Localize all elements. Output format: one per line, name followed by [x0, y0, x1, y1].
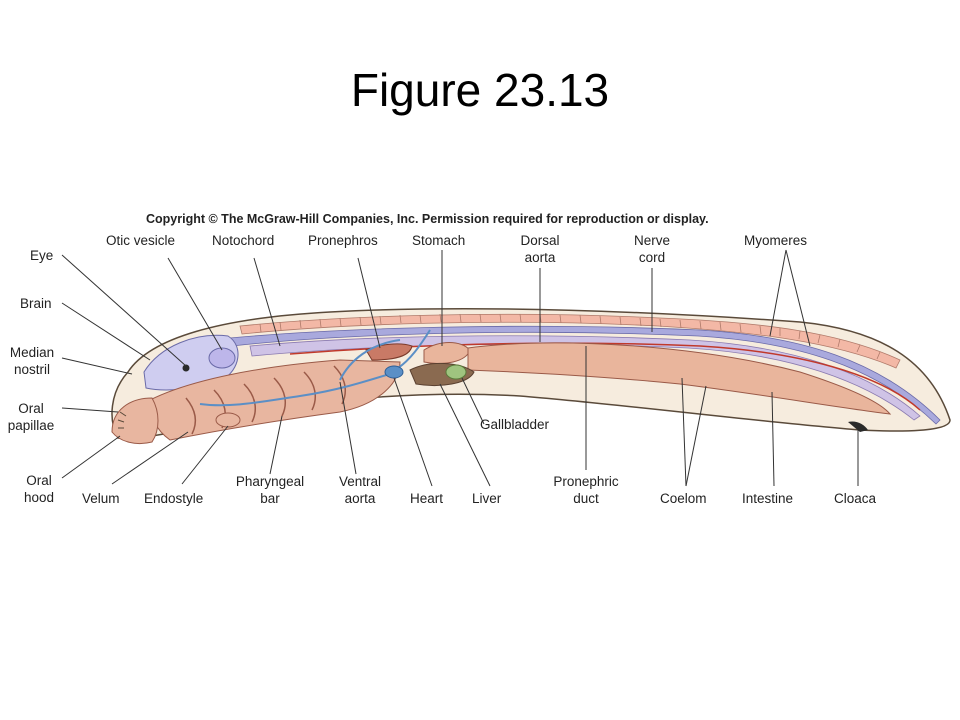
gallbladder-shape: [446, 365, 466, 379]
label-dorsal-aorta-line2: aorta: [510, 249, 570, 266]
label-dorsal-aorta: Dorsal aorta: [510, 232, 570, 266]
label-nerve-cord: Nerve cord: [626, 232, 678, 266]
label-stomach: Stomach: [412, 232, 465, 249]
heart-shape: [385, 366, 403, 378]
label-oral-papillae-line2: papillae: [0, 417, 62, 434]
label-heart: Heart: [410, 490, 443, 507]
label-pronephric-duct-line2: duct: [544, 490, 628, 507]
label-pharyngeal-bar: Pharyngeal bar: [230, 473, 310, 507]
label-oral-hood-line2: hood: [14, 489, 64, 506]
label-notochord: Notochord: [212, 232, 274, 249]
label-coelom: Coelom: [660, 490, 707, 507]
label-median-nostril-line2: nostril: [2, 361, 62, 378]
otic-vesicle-shape: [209, 348, 235, 368]
label-pronephric-duct-line1: Pronephric: [544, 473, 628, 490]
label-median-nostril-line1: Median: [2, 344, 62, 361]
label-ventral-aorta: Ventral aorta: [330, 473, 390, 507]
label-ventral-aorta-line1: Ventral: [330, 473, 390, 490]
label-nerve-cord-line2: cord: [626, 249, 678, 266]
label-nerve-cord-line1: Nerve: [626, 232, 678, 249]
label-oral-hood-line1: Oral: [14, 472, 64, 489]
label-pharyngeal-bar-line1: Pharyngeal: [230, 473, 310, 490]
label-intestine: Intestine: [742, 490, 793, 507]
label-brain: Brain: [20, 295, 52, 312]
label-eye: Eye: [30, 247, 53, 264]
label-gallbladder: Gallbladder: [480, 416, 549, 433]
label-endostyle: Endostyle: [144, 490, 203, 507]
label-dorsal-aorta-line1: Dorsal: [510, 232, 570, 249]
label-oral-hood: Oral hood: [14, 472, 64, 506]
label-myomeres: Myomeres: [744, 232, 807, 249]
label-otic-vesicle: Otic vesicle: [106, 232, 175, 249]
label-oral-papillae: Oral papillae: [0, 400, 62, 434]
label-pronephric-duct: Pronephric duct: [544, 473, 628, 507]
label-oral-papillae-line1: Oral: [0, 400, 62, 417]
label-cloaca: Cloaca: [834, 490, 876, 507]
label-liver: Liver: [472, 490, 501, 507]
label-pronephros: Pronephros: [308, 232, 378, 249]
label-pharyngeal-bar-line2: bar: [230, 490, 310, 507]
endostyle-shape: [216, 413, 240, 427]
label-velum: Velum: [82, 490, 120, 507]
label-median-nostril: Median nostril: [2, 344, 62, 378]
label-ventral-aorta-line2: aorta: [330, 490, 390, 507]
